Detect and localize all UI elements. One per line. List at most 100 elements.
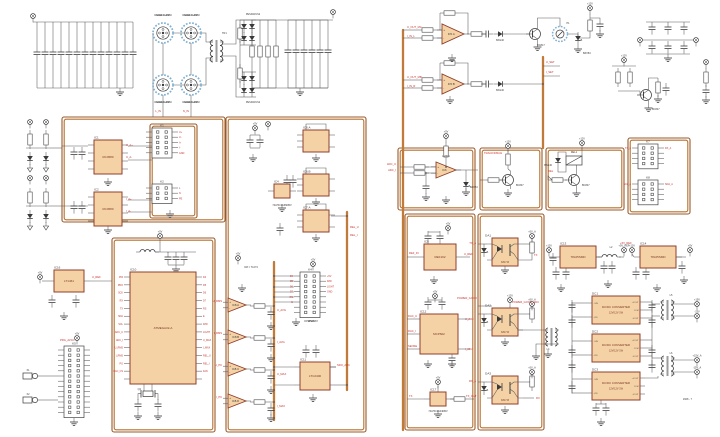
net-label-u-ref: U_REF (464, 252, 473, 256)
svg-text:RC4580: RC4580 (102, 207, 113, 211)
svg-text:+VOUT: +VOUT (632, 302, 640, 304)
ic-ic4: IC4 (268, 179, 296, 199)
svg-text:ADC_I: ADC_I (116, 339, 123, 342)
opamp-ic8-a: IC8.A+- (223, 297, 251, 313)
socket-g1 (152, 22, 174, 44)
svg-text:+VOUT: +VOUT (632, 340, 640, 342)
net-label-i-a-: I_A- (126, 209, 131, 213)
trimmer-p1 (551, 25, 569, 43)
svg-text:+5V_REF: +5V_REF (619, 244, 630, 247)
region-mcu-region (111, 237, 216, 433)
svg-text:-VOUT: -VOUT (632, 394, 639, 396)
svg-text:-15V: -15V (694, 310, 700, 313)
svg-text:-: - (229, 306, 230, 310)
svg-text:IC6: IC6 (442, 168, 447, 172)
svg-text:LTC2400: LTC2400 (309, 374, 321, 378)
svg-text:SDA_A: SDA_A (665, 183, 673, 186)
svg-text:-: - (229, 370, 230, 374)
ic-ic10: IC10ATMEGA32-APDIPDOSCKRXTXSDASCLADC_UAD… (113, 267, 212, 385)
svg-text:+5V: +5V (688, 244, 693, 247)
svg-text:I_MAX: I_MAX (203, 347, 211, 350)
svg-text:I-: I- (179, 147, 181, 150)
socket-g3 (152, 74, 174, 96)
svg-text:D6: D6 (290, 285, 294, 288)
part-label: L2 (610, 246, 613, 249)
svg-text:+12V: +12V (587, 2, 593, 5)
svg-text:IC9: IC9 (424, 239, 429, 243)
svg-text:REL_I: REL_I (203, 362, 210, 365)
net-label-rx-a: RX_A (469, 379, 476, 383)
part-label: 74AHC1G66DBV (272, 204, 292, 207)
svg-text:K5: K5 (72, 341, 76, 345)
svg-text:-: - (229, 402, 230, 406)
svg-text:IC4: IC4 (274, 179, 279, 183)
svg-text:PG: PG (120, 362, 124, 365)
svg-text:+: + (437, 165, 439, 169)
svg-text:-VOUT: -VOUT (632, 318, 639, 320)
transformer-l4 (544, 327, 559, 347)
svg-text:LIGHT: LIGHT (327, 285, 335, 288)
net-label-rel-u: REL_U (350, 225, 359, 229)
svg-text:IC8.D: IC8.D (232, 399, 239, 403)
part-label: PESD24VS2 (246, 13, 261, 16)
part-label: BAS40 (496, 39, 504, 42)
svg-text:IC6.A: IC6.A (303, 125, 311, 129)
svg-text:PDI: PDI (119, 276, 123, 279)
region-opto-region (477, 213, 545, 431)
opamp-ic5-a: IC5.A+- (437, 23, 469, 45)
net-label-u-set: U_SET (546, 60, 555, 64)
svg-text:PDO: PDO (118, 284, 123, 287)
svg-text:K817-B: K817-B (501, 331, 509, 334)
svg-text:L: L (179, 187, 181, 190)
part-label: X2 (26, 393, 30, 396)
net-label-u-max: U_MAX (277, 372, 286, 376)
part-label: IC8 = TL074 (244, 266, 258, 269)
net-label-u-a-: U_A- (126, 155, 132, 159)
part-label: FS6M8 D-65P3 (154, 14, 172, 17)
svg-text:+5V_A: +5V_A (528, 366, 536, 369)
svg-text:DA2: DA2 (485, 303, 491, 307)
net-label-u-ref: U_REF (92, 275, 101, 279)
net-label-i-a+: I_A+ (126, 197, 132, 201)
svg-text:+12V: +12V (507, 294, 513, 297)
svg-text:-: - (443, 36, 444, 40)
svg-text:+5V: +5V (75, 332, 80, 335)
svg-text:TX_A: TX_A (625, 147, 631, 150)
svg-text:-: - (229, 338, 230, 342)
svg-text:IC16: IC16 (54, 265, 61, 269)
svg-text:+: + (229, 364, 231, 368)
net-label-n-in: N_IN (183, 109, 189, 113)
part-label: BC847 (516, 184, 524, 187)
ic-ic17: IC17 (424, 387, 452, 407)
svg-text:IC8.B: IC8.B (232, 335, 239, 339)
part-label: TR1 (222, 32, 227, 35)
svg-text:12V/12V 1W: 12V/12V 1W (609, 350, 624, 353)
svg-text:COM: COM (634, 348, 639, 350)
svg-text:DC/DC CONVERTER: DC/DC CONVERTER (602, 381, 630, 385)
socket-g4 (180, 74, 202, 96)
svg-text:+5V: +5V (158, 230, 163, 233)
svg-text:-VIN: -VIN (594, 393, 599, 395)
net-label-track-disch: TRACK/DISCH (484, 151, 502, 155)
svg-text:I_RMS: I_RMS (115, 354, 123, 357)
net-label-rel-i: REL_I (350, 233, 358, 237)
header-k1: K1U+U-I+I-GND (146, 123, 185, 159)
net-label-power-good: POWER_GOOD (457, 296, 477, 300)
svg-text:IC7.A: IC7.A (303, 205, 311, 209)
part-label: LM311 (442, 155, 450, 158)
net-label-tx-a: TX_A (469, 241, 476, 245)
svg-text:U-: U- (179, 136, 182, 139)
svg-text:K817-B: K817-B (501, 261, 509, 264)
net-label-sdo-adc: SDO_ADC (337, 363, 350, 367)
part-label: PESD24VS2 (246, 101, 261, 104)
svg-text:DA3: DA3 (485, 371, 491, 375)
svg-text:D5: D5 (203, 284, 207, 287)
